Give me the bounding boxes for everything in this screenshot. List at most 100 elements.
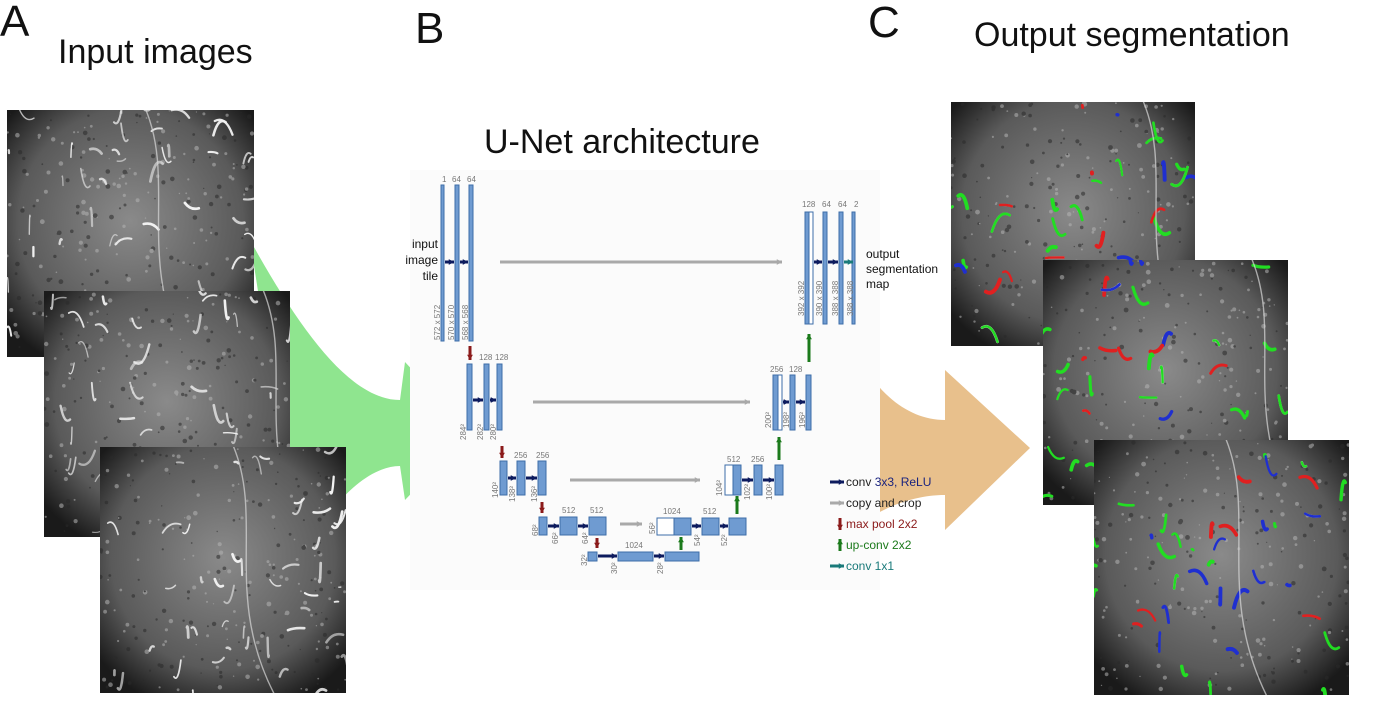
texture-speck	[189, 359, 193, 363]
texture-speck	[206, 124, 211, 129]
texture-speck	[1085, 263, 1090, 268]
texture-speck	[1211, 422, 1213, 424]
texture-speck	[313, 577, 317, 581]
texture-speck	[128, 167, 131, 170]
fiber	[225, 412, 235, 429]
texture-speck	[1337, 446, 1339, 449]
texture-speck	[1167, 345, 1173, 350]
texture-speck	[173, 285, 178, 290]
texture-speck	[1080, 248, 1083, 251]
texture-speck	[108, 298, 113, 303]
texture-speck	[181, 392, 185, 397]
output-flow-arrow	[840, 310, 1030, 540]
texture-speck	[1122, 220, 1126, 223]
texture-speck	[111, 679, 114, 682]
texture-speck	[1163, 114, 1166, 118]
image-fibers	[106, 447, 346, 693]
fiber	[131, 317, 142, 330]
texture-speck	[1056, 164, 1060, 168]
texture-speck	[122, 224, 126, 228]
texture-speck	[65, 178, 70, 183]
texture-speck	[1225, 343, 1228, 346]
texture-speck	[1158, 282, 1162, 285]
l2-dec-size-3: 196²	[798, 412, 807, 428]
fiber	[317, 561, 323, 584]
texture-speck	[297, 485, 300, 488]
texture-speck	[105, 468, 110, 473]
texture-speck	[182, 655, 185, 658]
texture-speck	[1167, 293, 1171, 297]
l1-enc-size-1: 572 x 572	[433, 304, 442, 340]
texture-speck	[176, 688, 180, 692]
texture-speck	[1066, 357, 1072, 362]
texture-speck	[75, 204, 80, 209]
texture-speck	[314, 612, 318, 616]
texture-speck	[315, 447, 321, 452]
texture-speck	[171, 527, 175, 530]
texture-speck	[1166, 202, 1171, 207]
texture-speck	[170, 176, 175, 182]
l4-dec-size-2: 54²	[693, 534, 702, 546]
segment-mark	[956, 192, 970, 211]
fiber	[149, 160, 165, 183]
texture-speck	[1193, 607, 1197, 611]
texture-speck	[1308, 444, 1313, 449]
texture-speck	[217, 542, 222, 547]
texture-speck	[116, 183, 122, 189]
texture-speck	[1079, 225, 1084, 230]
texture-speck	[161, 548, 164, 551]
texture-speck	[1317, 479, 1322, 484]
segment-mark	[1159, 365, 1164, 384]
texture-speck	[255, 664, 260, 670]
texture-speck	[118, 207, 122, 210]
texture-speck	[117, 515, 122, 521]
l3-enc-ch-1: 256	[514, 451, 528, 460]
texture-speck	[975, 209, 980, 215]
texture-speck	[1170, 423, 1175, 428]
texture-speck	[266, 601, 272, 607]
texture-speck	[164, 640, 168, 643]
texture-speck	[100, 548, 104, 553]
texture-speck	[324, 456, 327, 459]
texture-speck	[1189, 407, 1193, 412]
texture-speck	[1095, 307, 1097, 309]
texture-speck	[1128, 512, 1134, 518]
fiber	[231, 552, 242, 563]
texture-speck	[48, 454, 53, 458]
texture-speck	[1342, 529, 1346, 533]
texture-speck	[1103, 356, 1107, 360]
texture-speck	[325, 617, 328, 621]
texture-speck	[1094, 479, 1096, 483]
texture-speck	[1285, 339, 1288, 342]
texture-speck	[126, 473, 131, 477]
texture-speck	[7, 254, 9, 258]
segment-mark	[1055, 362, 1070, 374]
texture-speck	[1141, 233, 1144, 237]
texture-speck	[1178, 266, 1180, 268]
texture-speck	[991, 253, 996, 258]
texture-speck	[1200, 606, 1204, 610]
fiber	[251, 455, 262, 475]
fiber	[70, 142, 74, 158]
texture-speck	[118, 177, 121, 180]
texture-speck	[157, 141, 162, 145]
texture-speck	[1201, 611, 1203, 613]
texture-speck	[1164, 382, 1167, 385]
texture-speck	[58, 279, 64, 285]
texture-speck	[255, 356, 258, 360]
texture-speck	[1206, 310, 1209, 313]
texture-speck	[1028, 316, 1031, 319]
l4-dec-ch-1: 1024	[663, 507, 681, 516]
texture-speck	[267, 499, 270, 502]
texture-speck	[150, 234, 152, 236]
texture-speck	[1094, 360, 1096, 362]
texture-speck	[1219, 577, 1222, 579]
texture-speck	[1186, 461, 1188, 464]
texture-speck	[186, 590, 191, 594]
texture-speck	[188, 620, 194, 625]
texture-speck	[1184, 321, 1187, 324]
fiber	[111, 148, 121, 156]
texture-speck	[325, 645, 330, 650]
texture-speck	[108, 574, 112, 577]
